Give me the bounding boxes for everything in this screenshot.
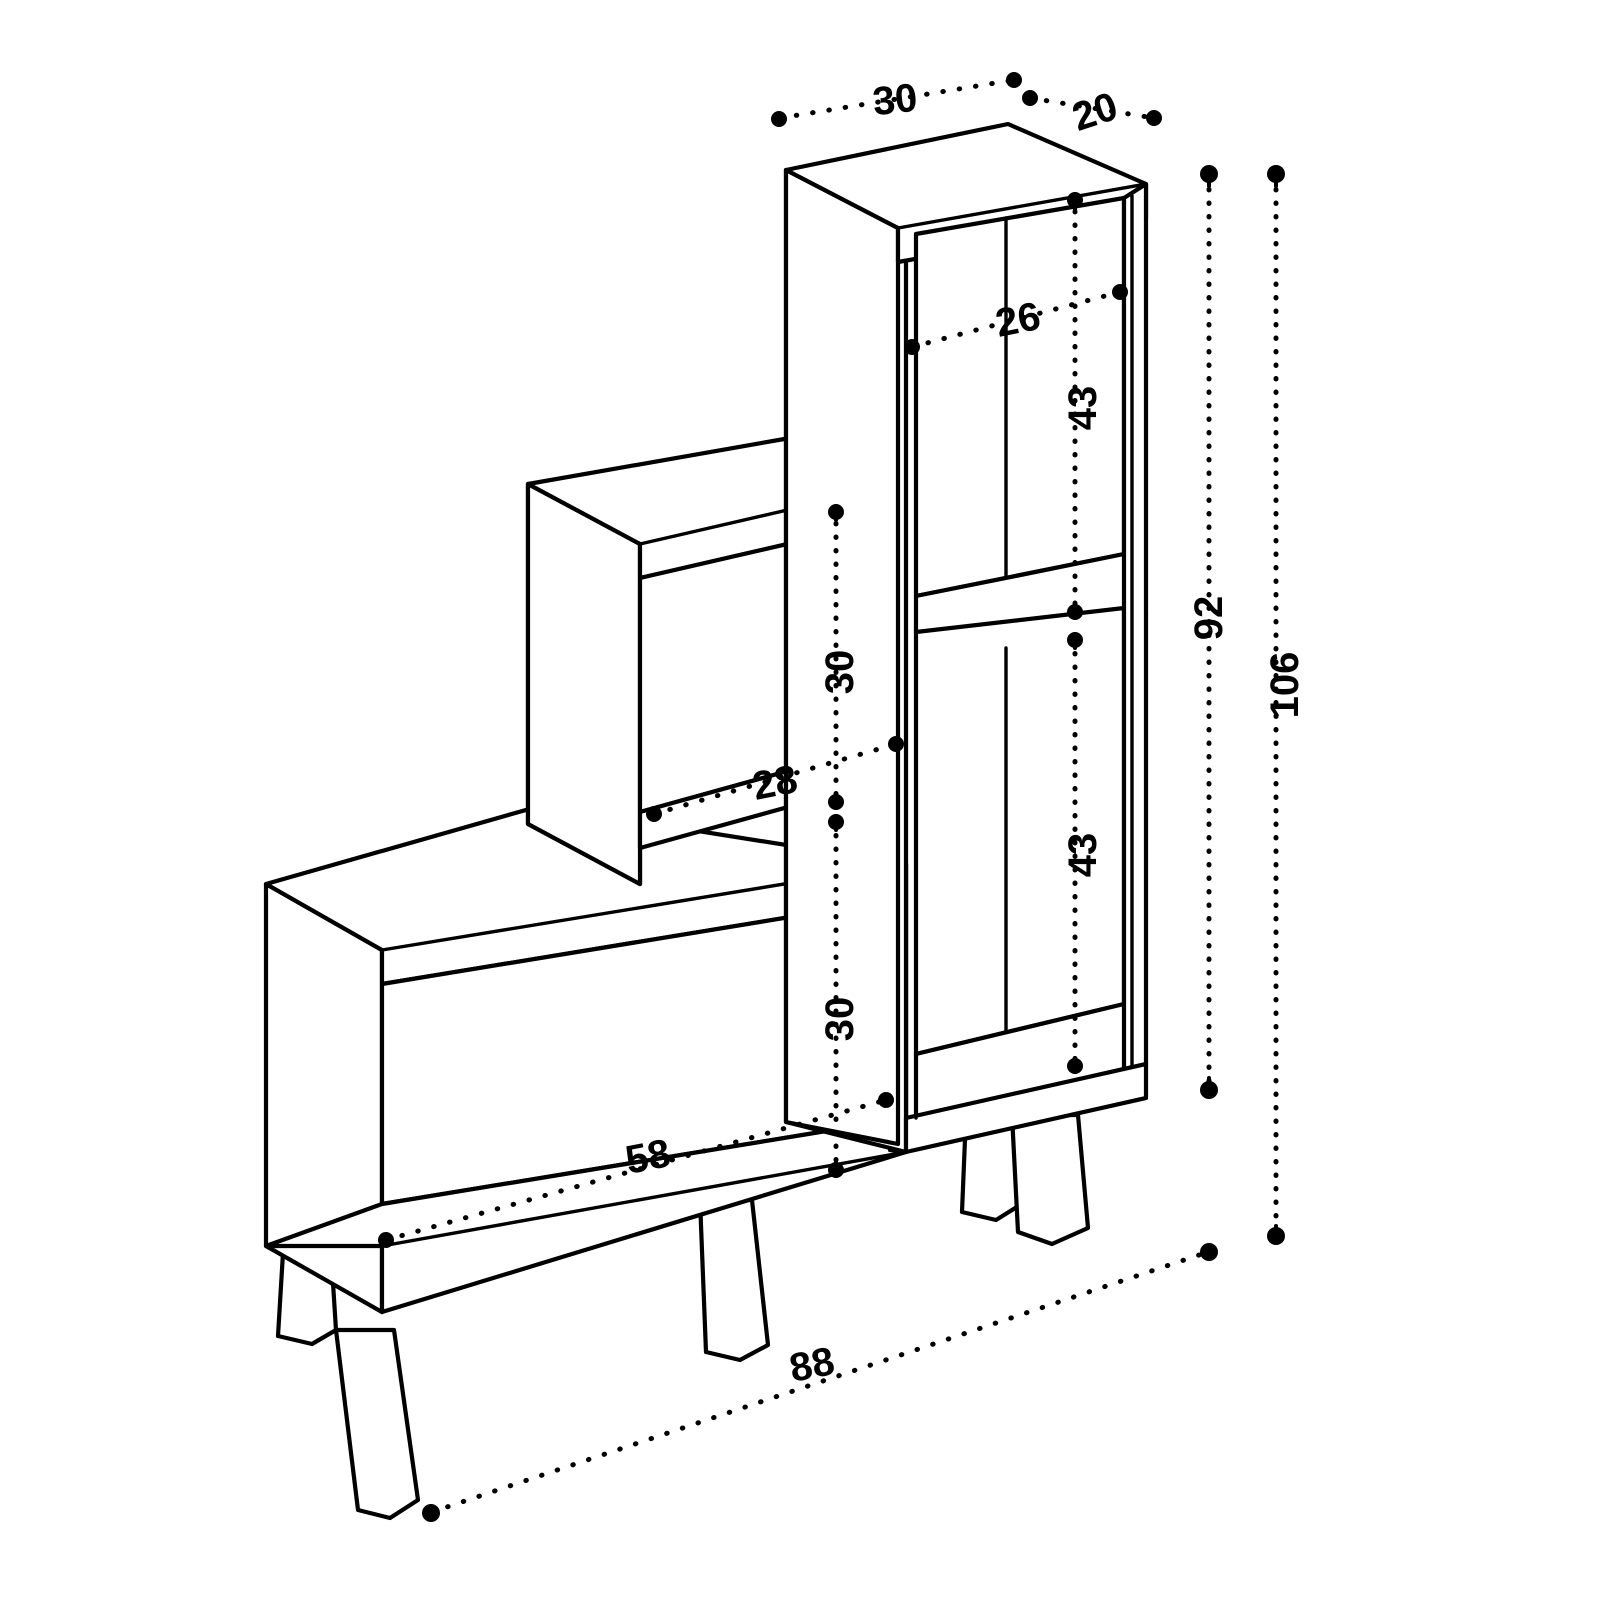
dimension-label-total-width: 88 — [785, 1339, 839, 1391]
dimension-label-body-height: 92 — [1187, 595, 1231, 641]
dimension-label-top-depth: 30 — [870, 75, 920, 125]
dimension-label-middle-inner-width: 28 — [748, 757, 802, 809]
dimension-leader-top-depth — [771, 72, 1022, 127]
dimension-leader-top-width — [1022, 90, 1162, 126]
leg-far-right — [1009, 1112, 1091, 1247]
dimension-label-lower-inner-width: 58 — [621, 1131, 675, 1183]
leg-front-left — [333, 1327, 421, 1521]
dimension-label-middle-bay-height: 30 — [818, 649, 862, 695]
dimension-label-upper-inner-depth: 26 — [991, 294, 1045, 346]
column-left-side — [783, 167, 909, 1155]
dimension-leader-lower-width — [378, 1092, 894, 1248]
dimension-leader-total-width — [422, 1243, 1218, 1522]
dimension-leader-upper-depth — [904, 284, 1128, 355]
leg-front-right — [697, 1197, 771, 1363]
dimension-leader-total-height — [1267, 165, 1285, 1245]
dimension-leader-body-height — [1200, 165, 1218, 1099]
dimension-label-lower-bay-height: 30 — [818, 996, 862, 1042]
dimension-leader-lower-height — [828, 814, 844, 1178]
dimension-label-lower-bay-height-right: 43 — [1061, 832, 1105, 878]
dimension-leader-lower-bay-right — [1067, 632, 1083, 1074]
column-lower-bay — [913, 605, 1127, 1057]
dimension-label-upper-bay-height: 43 — [1061, 385, 1105, 431]
dimension-leader-middle-height — [828, 504, 844, 810]
dimension-leader-upper-bay — [1067, 192, 1083, 620]
middle-box-left-side — [525, 481, 643, 887]
column-inner-vertical-edge — [896, 232, 918, 1146]
column-bottom-panel — [903, 1061, 1149, 1155]
dimension-label-total-height: 106 — [1263, 651, 1307, 719]
dimension-leader-middle-width — [646, 736, 904, 822]
column-right-side — [1121, 181, 1149, 1077]
